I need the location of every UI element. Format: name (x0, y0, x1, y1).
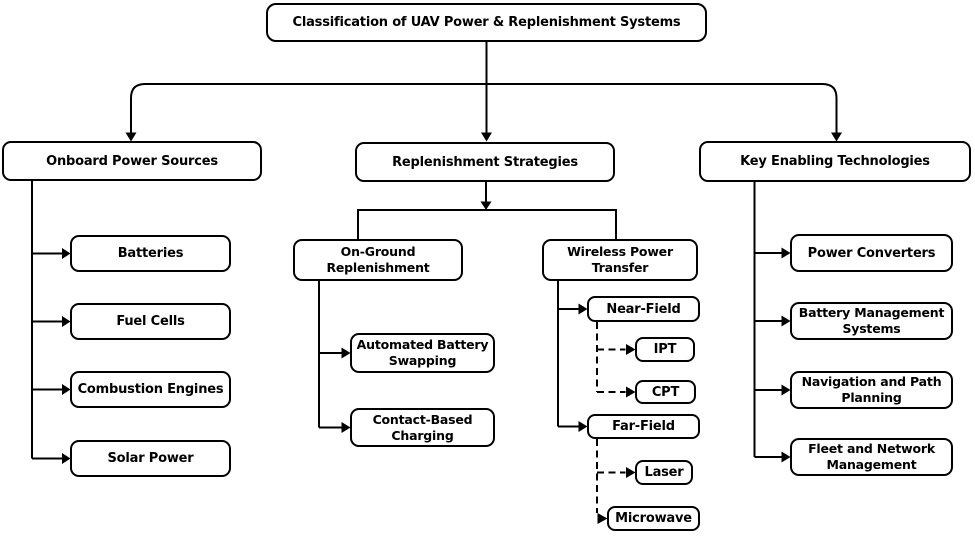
arrowhead (62, 248, 71, 259)
node-solar-power: Solar Power (70, 440, 231, 477)
node-wireless-power-transfer: Wireless Power Transfer (542, 239, 698, 281)
node-navigation-and-path-planning: Navigation and Path Planning (790, 371, 953, 409)
node-replenishment-strategies: Replenishment Strategies (355, 142, 615, 182)
node-battery-management-systems: Battery Management Systems (790, 302, 953, 340)
node-onboard-power-sources: Onboard Power Sources (2, 141, 262, 181)
farfield-arrowheads (597, 467, 636, 524)
arrowhead (125, 132, 137, 142)
arrowhead (781, 451, 791, 463)
arrowhead (62, 453, 71, 464)
node-fuel-cells: Fuel Cells (70, 303, 231, 340)
arrowhead (781, 247, 791, 259)
node-microwave: Microwave (607, 506, 700, 531)
node-on-ground-replenishment: On-Ground Replenishment (293, 239, 463, 281)
node-ipt: IPT (635, 337, 695, 362)
wireless-arrowheads (578, 303, 588, 432)
node-automated-battery-swapping: Automated Battery Swapping (350, 333, 495, 373)
arrowhead (341, 422, 351, 433)
onground-connectors (318, 281, 342, 429)
arrowhead (626, 344, 636, 355)
onboard-connectors (31, 181, 62, 460)
connector-line (130, 83, 838, 133)
node-root-title: Classification of UAV Power & Replenishm… (266, 3, 707, 42)
arrowhead (480, 201, 492, 210)
arrowhead (481, 132, 492, 142)
arrowhead (341, 347, 351, 359)
arrowhead (62, 384, 71, 395)
nearfield-arrowheads (626, 344, 636, 398)
arrowhead (626, 467, 636, 478)
arrowhead (831, 132, 842, 142)
node-laser: Laser (635, 460, 693, 485)
root-connectors (130, 42, 838, 133)
onboard-arrowheads (62, 248, 71, 464)
onground-arrowheads (341, 347, 351, 433)
keytech-connectors (753, 182, 782, 458)
replenishment-arrowheads (480, 201, 492, 210)
arrowhead (597, 513, 608, 524)
connector-line (357, 209, 617, 239)
arrowhead (781, 315, 791, 327)
arrowhead (62, 316, 71, 327)
replenishment-connectors (357, 182, 617, 239)
arrowhead (578, 303, 588, 315)
arrowhead (578, 421, 588, 432)
arrowhead (626, 386, 636, 398)
node-combustion-engines: Combustion Engines (70, 371, 231, 408)
nearfield-connectors (596, 322, 626, 393)
keytech-arrowheads (781, 247, 791, 463)
node-fleet-and-network-management: Fleet and Network Management (790, 438, 953, 476)
arrowhead (781, 384, 791, 396)
node-contact-based-charging: Contact-Based Charging (350, 408, 495, 447)
node-key-enabling-technologies: Key Enabling Technologies (699, 141, 971, 182)
wireless-connectors (557, 281, 579, 428)
farfield-connectors (596, 439, 626, 513)
node-near-field: Near-Field (587, 296, 700, 322)
node-batteries: Batteries (70, 235, 231, 272)
node-power-converters: Power Converters (790, 234, 953, 272)
node-far-field: Far-Field (587, 414, 700, 439)
root-arrowheads (125, 132, 842, 142)
node-cpt: CPT (635, 380, 696, 404)
